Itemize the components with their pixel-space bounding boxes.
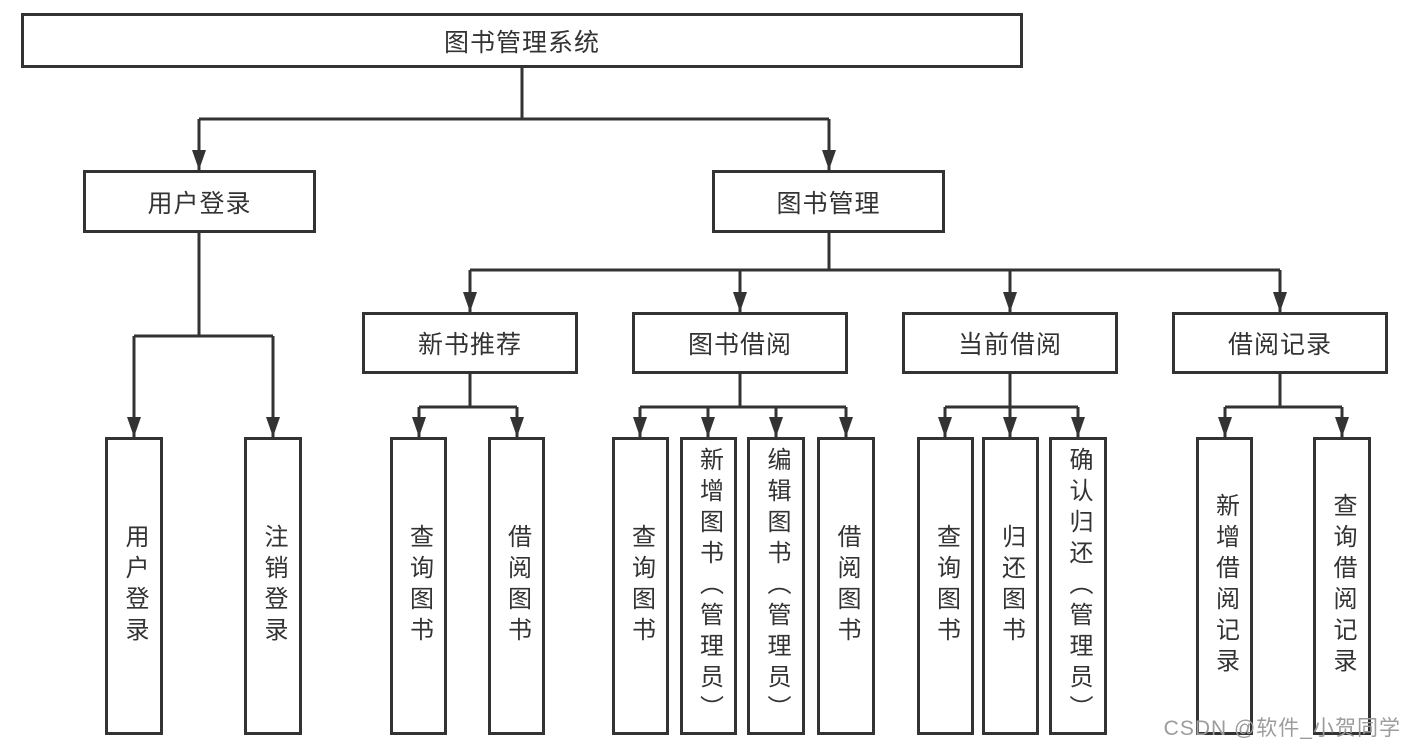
leaf-current-return-books: 归还图书: [982, 437, 1039, 735]
connector-borrow-records-bar: [1225, 374, 1342, 409]
connector-user-login-bar: [134, 233, 273, 338]
leaf-borrow-borrow-books: 借阅图书: [817, 437, 875, 735]
leaf-user-login: 用户登录: [105, 437, 163, 735]
node-book-borrow: 图书借阅: [632, 312, 848, 374]
node-book-management: 图书管理: [712, 170, 945, 233]
leaf-newbook-query-books: 查询图书: [390, 437, 447, 735]
leaf-borrow-add-books-admin: 新增图书（管理员）: [680, 437, 737, 735]
connector-new-book-bar: [419, 374, 517, 409]
node-new-book-recommend: 新书推荐: [362, 312, 578, 374]
node-current-borrow: 当前借阅: [902, 312, 1118, 374]
leaf-borrow-edit-books-admin: 编辑图书（管理员）: [747, 437, 805, 735]
node-root: 图书管理系统: [21, 13, 1023, 68]
connector-current-borrow-bar: [945, 374, 1078, 409]
connector-root-bar: [199, 68, 829, 121]
leaf-current-confirm-return-admin: 确认归还（管理员）: [1049, 437, 1107, 735]
leaf-logout-login: 注销登录: [244, 437, 302, 735]
node-user-login: 用户登录: [83, 170, 316, 233]
leaf-current-query-books: 查询图书: [917, 437, 974, 735]
node-borrow-records: 借阅记录: [1172, 312, 1388, 374]
leaf-newbook-borrow-books: 借阅图书: [488, 437, 545, 735]
leaf-borrow-query-books: 查询图书: [612, 437, 669, 735]
connector-book-borrow-bar: [640, 374, 846, 409]
connector-book-management-bar: [470, 233, 1280, 272]
leaf-records-add-record: 新增借阅记录: [1196, 437, 1253, 735]
csdn-watermark: CSDN @软件_小贺同学: [1163, 717, 1401, 740]
leaf-records-query-record: 查询借阅记录: [1313, 437, 1371, 735]
